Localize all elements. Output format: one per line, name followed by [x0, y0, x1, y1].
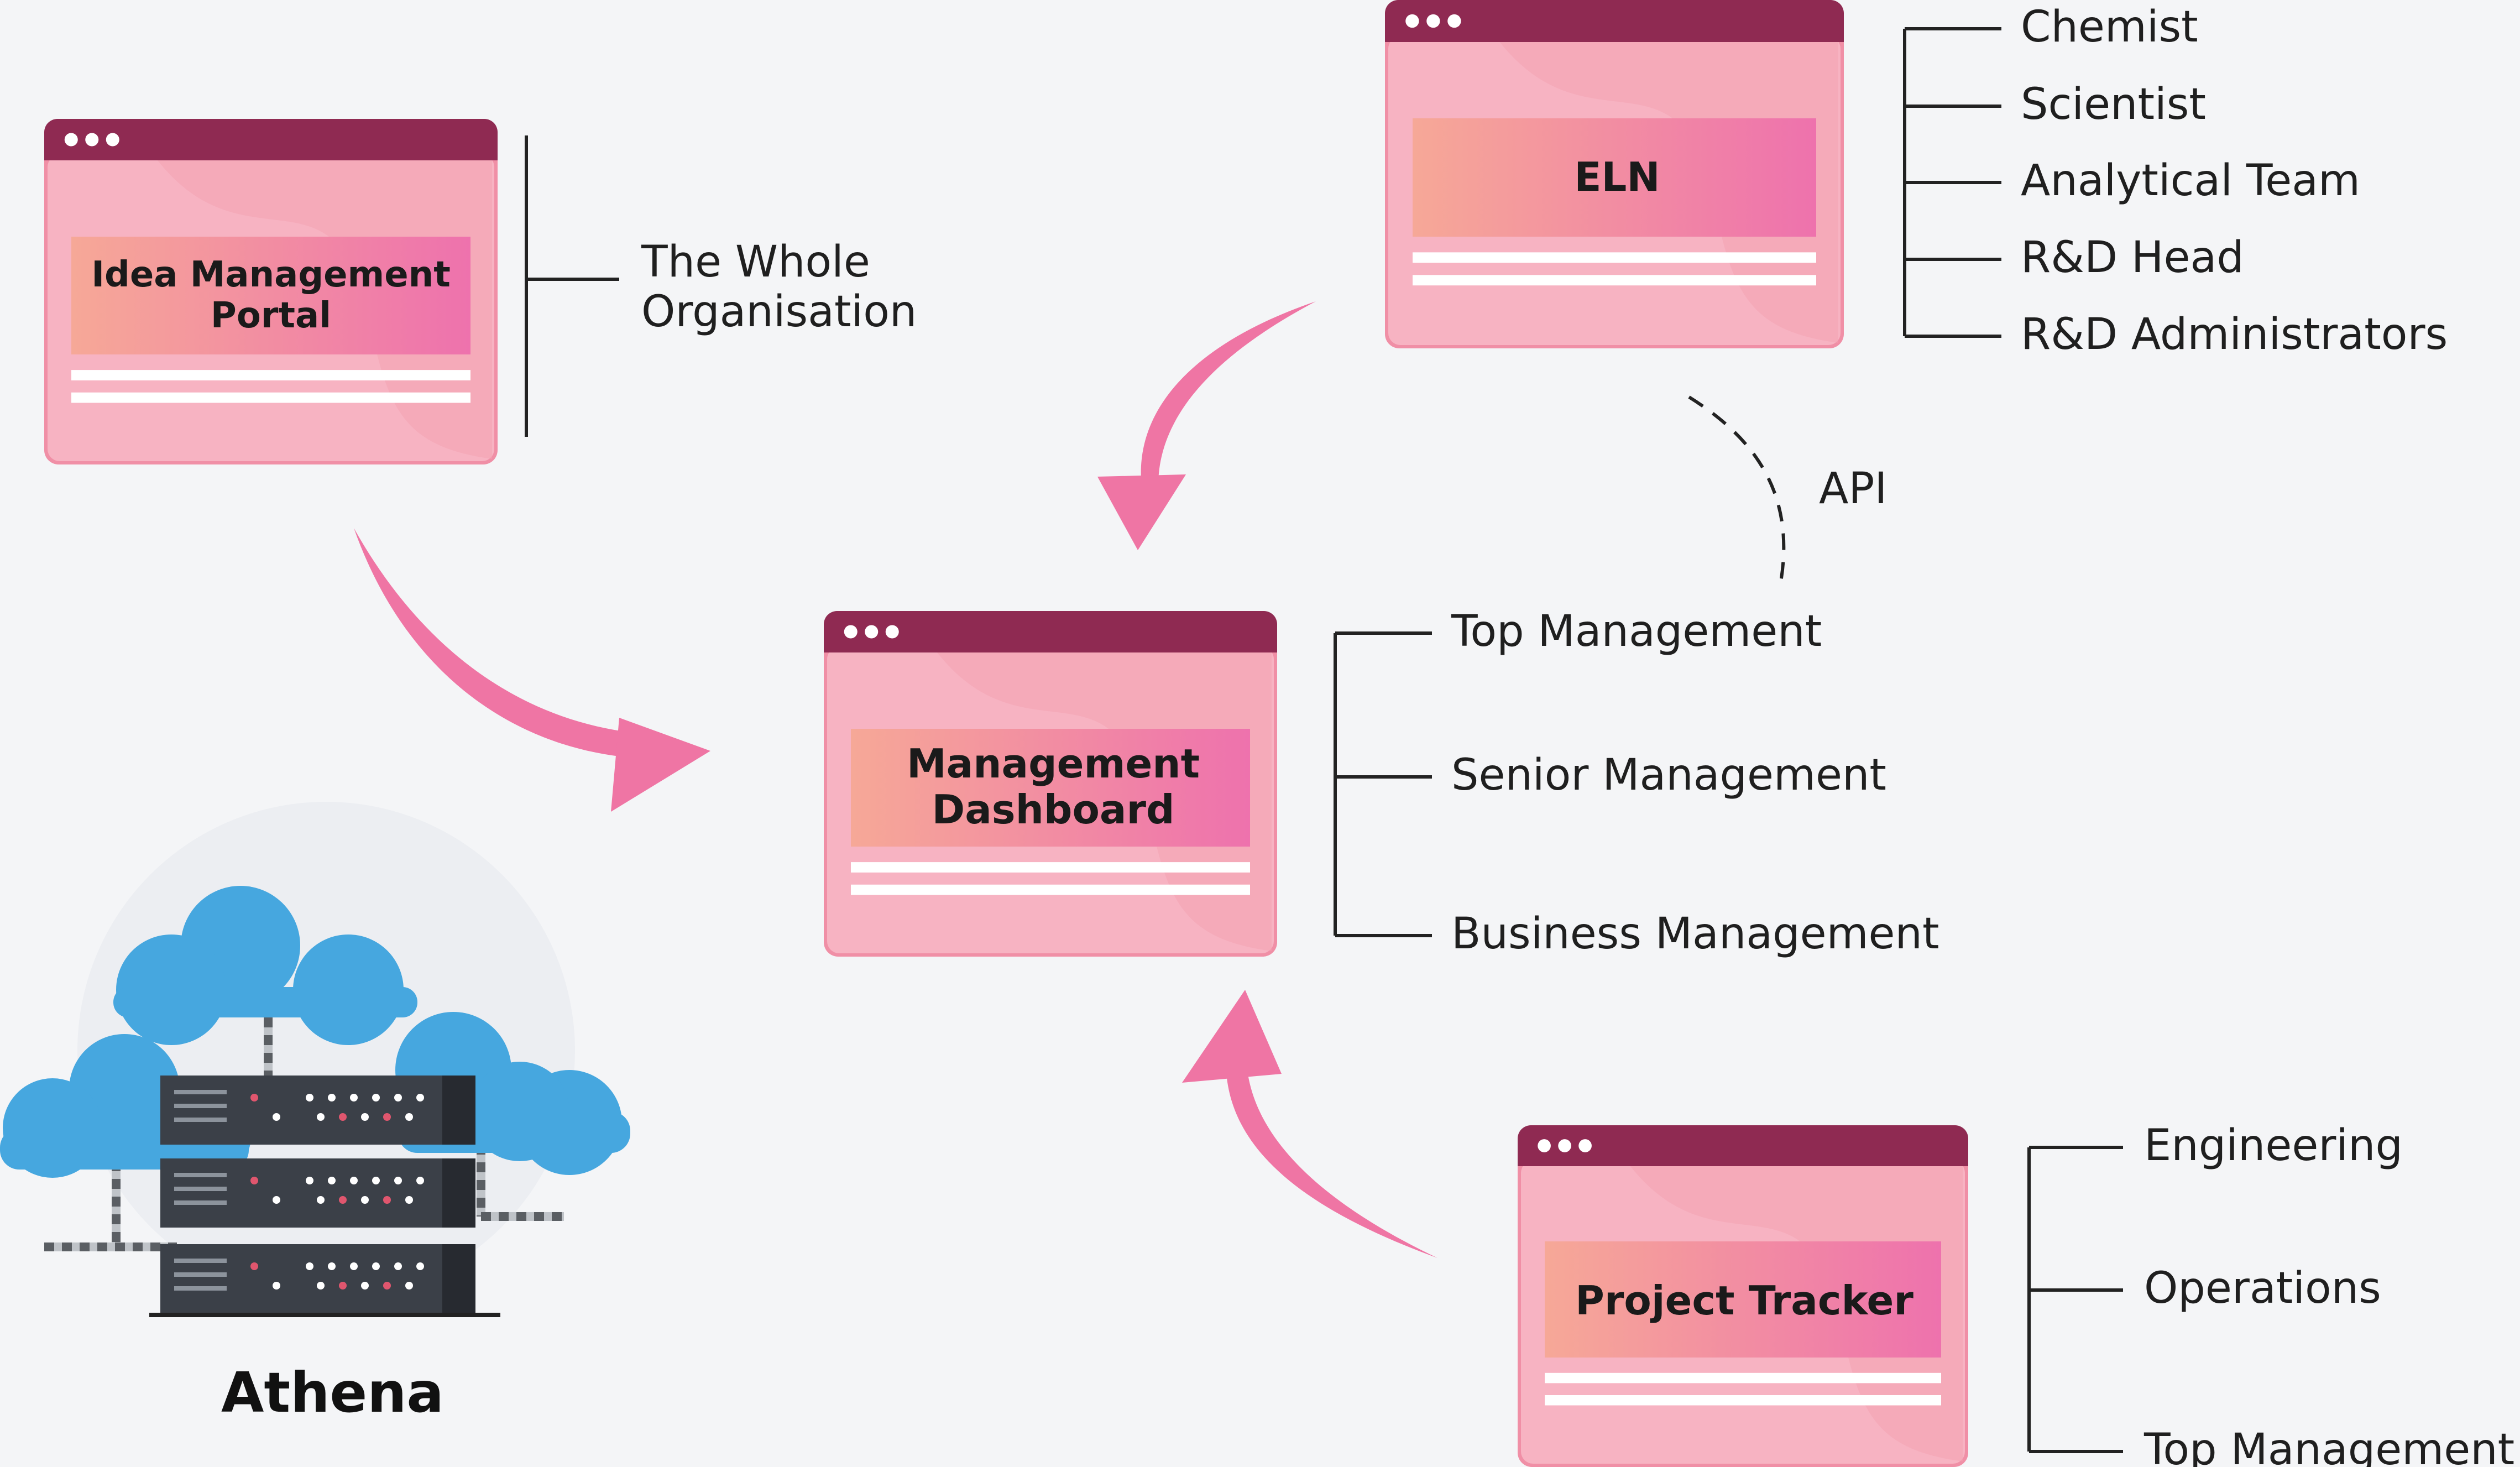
arrow-tracker-to-dashboard-head — [1182, 990, 1282, 1083]
api-dashed-connector — [1688, 395, 1786, 586]
tracker-audience-1: Operations — [2144, 1264, 2381, 1313]
eln-audience-2: Analytical Team — [2021, 156, 2360, 206]
api-label: API — [1819, 464, 1888, 514]
idea-management-portal-window — [44, 119, 498, 464]
tracker-audience-0: Engineering — [2144, 1121, 2403, 1171]
eln-audience-0: Chemist — [2021, 2, 2198, 52]
cloud-icon — [113, 886, 417, 1045]
idea-portal-audience-0: The Whole Organisation — [641, 237, 917, 337]
arrow-eln-to-dashboard-head — [1097, 474, 1186, 550]
tracker-audience-2: Top Management — [2144, 1425, 2515, 1467]
arrow-tracker-to-dashboard — [1226, 1040, 1437, 1258]
idea-portal-title: Idea Management Portal — [91, 254, 451, 336]
management-dashboard-window — [824, 611, 1277, 957]
server-name-label: Athena — [221, 1360, 444, 1425]
arrow-idea-to-dashboard — [354, 528, 633, 758]
arrow-idea-to-dashboard-head — [611, 718, 710, 812]
project-tracker-window — [1518, 1125, 1968, 1467]
dashboard-title: Management Dashboard — [907, 740, 1200, 833]
project-tracker-title: Project Tracker — [1575, 1277, 1913, 1324]
eln-title: ELN — [1574, 153, 1660, 200]
eln-audience-4: R&D Administrators — [2021, 310, 2448, 359]
browser-window-icon — [824, 611, 1277, 957]
eln-audience-1: Scientist — [2021, 80, 2206, 129]
browser-window-icon — [1518, 1125, 1968, 1467]
dashboard-audience-1: Senior Management — [1451, 750, 1887, 800]
dashboard-audience-2: Business Management — [1451, 909, 1939, 959]
browser-window-icon — [44, 119, 498, 464]
browser-window-icon — [1385, 0, 1844, 348]
eln-audience-3: R&D Head — [2021, 233, 2244, 283]
server-rack-icon — [149, 1076, 500, 1317]
eln-window — [1385, 0, 1844, 348]
cloud-server-icon — [0, 802, 630, 1317]
arrow-eln-to-dashboard — [1141, 301, 1316, 487]
dashboard-audience-0: Top Management — [1451, 607, 1822, 656]
